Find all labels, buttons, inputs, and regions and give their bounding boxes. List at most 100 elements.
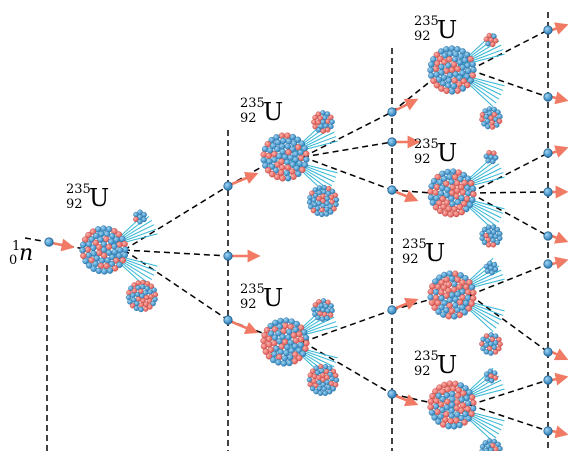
nucleon-proton — [129, 302, 136, 309]
free-neutron — [387, 137, 397, 147]
nucleon-neutron — [285, 334, 292, 341]
mass-number: 235 — [240, 282, 265, 297]
nucleon-proton — [479, 341, 485, 347]
velocity-arrow — [551, 145, 568, 158]
nucleon-neutron — [480, 345, 486, 352]
mass-number: 1 — [12, 239, 21, 254]
free-neutron — [543, 25, 553, 35]
nucleon-neutron — [479, 448, 485, 451]
nucleon-neutron — [311, 306, 317, 313]
nucleon-neutron — [443, 392, 451, 399]
nucleon-neutron — [462, 275, 469, 282]
nucleon-neutron — [456, 59, 464, 66]
nucleon-proton — [264, 167, 272, 174]
nucleon-proton — [433, 183, 441, 191]
nucleon-neutron — [490, 158, 496, 165]
nucleon-proton — [443, 411, 450, 418]
nucleon-proton — [85, 231, 92, 239]
nucleon-proton — [260, 337, 267, 345]
nucleon-neutron — [95, 267, 103, 275]
nucleon-neutron — [291, 343, 299, 350]
nucleon-neutron — [484, 268, 491, 274]
free-neutron — [387, 305, 397, 315]
nucleon-proton — [459, 189, 467, 196]
nucleon-neutron — [134, 291, 141, 298]
nucleon-proton — [468, 410, 475, 418]
nucleon-proton — [332, 382, 339, 388]
nucleon-proton — [303, 150, 310, 158]
gen3-2-fragment-upper — [483, 149, 499, 165]
gen2b-uranium-nucleus — [260, 317, 310, 367]
gen2b-fragment-upper — [311, 298, 335, 322]
velocity-arrow — [395, 190, 419, 203]
nucleon-proton — [295, 330, 303, 338]
nucleon-proton — [433, 82, 441, 89]
nucleon-neutron — [483, 342, 490, 348]
dashed-path — [469, 29, 549, 71]
nucleon-neutron — [328, 303, 334, 309]
nucleon-neutron — [467, 77, 474, 84]
nucleon-neutron — [443, 192, 450, 199]
nucleon-neutron — [333, 377, 340, 383]
mass-number: 235 — [414, 14, 439, 29]
nucleon-neutron — [483, 263, 490, 270]
dashed-path — [469, 404, 549, 432]
nucleon-neutron — [488, 378, 495, 384]
nucleon-proton — [456, 283, 463, 291]
nucleon-neutron — [457, 175, 464, 183]
free-neutron — [543, 426, 553, 436]
nucleon-proton — [429, 392, 436, 400]
nucleon-neutron — [485, 158, 491, 164]
nucleon-neutron — [262, 162, 269, 169]
nucleon-neutron — [428, 183, 435, 190]
nucleon-proton — [291, 351, 299, 358]
nucleon-neutron — [451, 313, 458, 320]
nucleon-neutron — [106, 267, 114, 274]
nucleon-neutron — [274, 146, 281, 153]
nucleon-proton — [268, 170, 276, 178]
nucleon-neutron — [450, 168, 457, 175]
nucleon-neutron — [459, 69, 466, 77]
nucleon-neutron — [466, 201, 474, 208]
nucleon-proton — [454, 276, 461, 283]
nucleon-proton — [464, 81, 471, 89]
nucleon-neutron — [286, 359, 293, 367]
nucleon-neutron — [491, 344, 497, 351]
nucleon-neutron — [446, 297, 454, 304]
nucleon-neutron — [267, 322, 274, 330]
nucleon-neutron — [483, 113, 490, 120]
nucleon-neutron — [292, 326, 299, 333]
nucleon-neutron — [79, 247, 86, 254]
nucleon-neutron — [260, 156, 267, 164]
nucleon-proton — [468, 394, 476, 401]
nucleon-proton — [453, 210, 460, 218]
nucleon-neutron — [463, 205, 470, 213]
nucleon-neutron — [127, 299, 133, 305]
nucleon-neutron — [275, 330, 282, 337]
nucleon-neutron — [485, 40, 491, 47]
nucleon-neutron — [97, 236, 104, 243]
nucleon-proton — [492, 349, 499, 355]
incoming-neutron — [44, 237, 54, 247]
nucleon-neutron — [299, 350, 307, 357]
nucleon-proton — [303, 339, 310, 347]
nucleon-neutron — [448, 45, 456, 52]
nucleon-neutron — [303, 156, 310, 163]
nucleon-neutron — [448, 275, 456, 282]
nucleon-proton — [265, 152, 273, 160]
nucleon-proton — [327, 312, 334, 318]
dashed-path — [469, 379, 549, 406]
free-neutron — [223, 251, 233, 261]
velocity-arrow — [395, 98, 419, 112]
nucleon-neutron — [491, 229, 497, 235]
nucleon-neutron — [312, 311, 318, 317]
nucleon-proton — [273, 173, 281, 181]
nucleon-neutron — [138, 306, 144, 313]
nucleon-neutron — [266, 158, 273, 165]
nucleon-neutron — [493, 154, 499, 161]
nucleon-proton — [427, 398, 435, 405]
nucleon-neutron — [276, 323, 283, 330]
gen3-4-uranium-nucleus — [427, 380, 477, 430]
nucleon-proton — [446, 302, 453, 309]
nucleon-neutron — [308, 204, 314, 210]
